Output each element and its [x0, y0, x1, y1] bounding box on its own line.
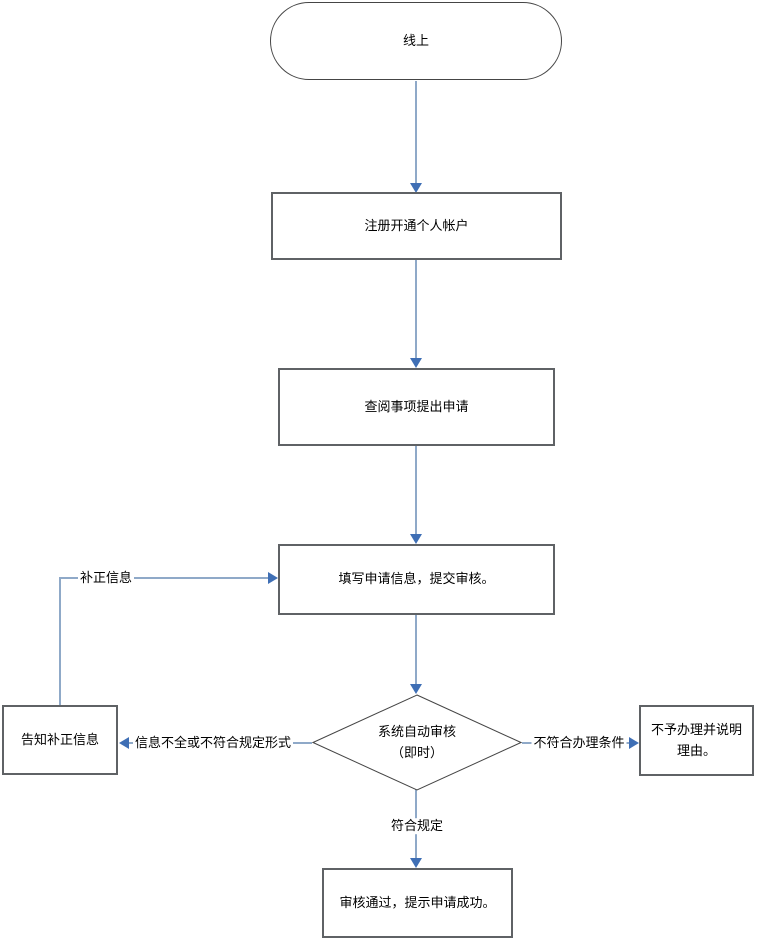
decision-diamond: 系统自动审核 （即时）: [312, 694, 522, 791]
connector-review-fill: [415, 446, 417, 536]
connector-start-register: [415, 81, 417, 185]
connector-feedback-vertical: [59, 577, 61, 705]
arrowhead-down-icon: [410, 534, 422, 544]
success-process-box: 审核通过，提示申请成功。: [322, 868, 513, 938]
connector-feedback-horizontal: [59, 577, 271, 579]
diamond-shape-icon: [312, 694, 522, 791]
edge-label-resubmit: 补正信息: [78, 570, 135, 586]
reject-process-box: 不予办理并说明理由。: [639, 705, 754, 776]
fill-process-box: 填写申请信息，提交审核。: [278, 544, 555, 615]
arrowhead-right-icon: [629, 737, 639, 749]
review-process-box: 查阅事项提出申请: [278, 368, 555, 446]
decision-label: 系统自动审核 （即时）: [312, 694, 522, 791]
success-label: 审核通过，提示申请成功。: [339, 894, 496, 910]
edge-label-compliant: 符合规定: [388, 818, 446, 834]
edge-label-incomplete: 信息不全或不符合规定形式: [132, 735, 294, 751]
reject-label: 不予办理并说明理由。: [650, 722, 742, 758]
arrowhead-down-icon: [410, 684, 422, 694]
fill-label: 填写申请信息，提交审核。: [338, 571, 495, 587]
connector-fill-decision: [415, 615, 417, 687]
arrowhead-left-icon: [119, 737, 129, 749]
correction-label: 告知补正信息: [20, 731, 99, 747]
decision-label-line2: （即时）: [390, 744, 443, 760]
start-label: 线上: [402, 32, 429, 48]
arrowhead-down-icon: [410, 358, 422, 368]
register-label: 注册开通个人帐户: [364, 217, 469, 233]
start-terminator: 线上: [270, 2, 562, 80]
arrowhead-right-icon: [268, 572, 278, 584]
connector-register-review: [415, 260, 417, 360]
correction-process-box: 告知补正信息: [2, 705, 118, 775]
arrowhead-down-icon: [410, 183, 422, 193]
register-process-box: 注册开通个人帐户: [271, 192, 562, 260]
arrowhead-down-icon: [410, 858, 422, 868]
decision-label-line1: 系统自动审核: [377, 724, 456, 740]
edge-label-not-eligible: 不符合办理条件: [531, 735, 627, 751]
review-label: 查阅事项提出申请: [364, 398, 469, 414]
